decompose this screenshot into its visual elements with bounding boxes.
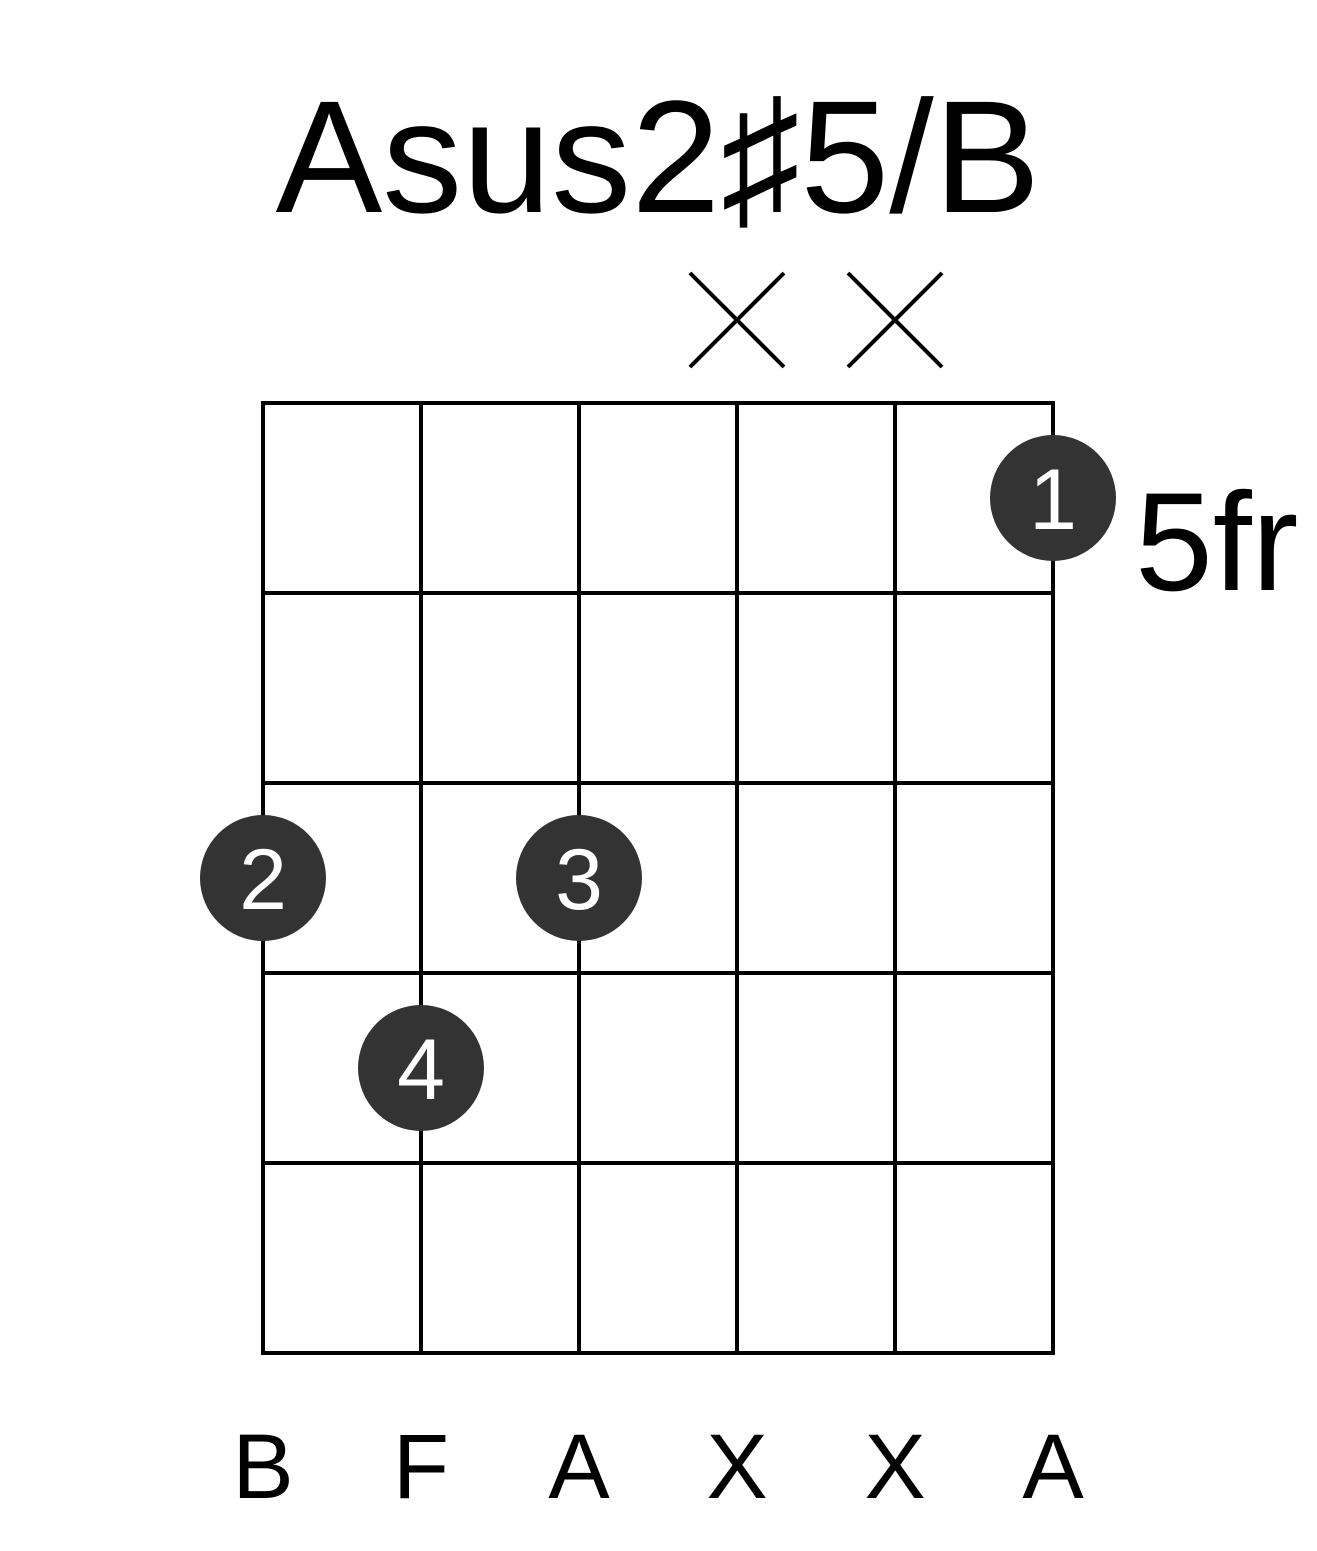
finger-dot: 4 (358, 1005, 484, 1131)
finger-positions: 2 4 3 1 (200, 435, 1116, 1131)
mute-icon (688, 271, 786, 369)
finger-dot: 2 (200, 815, 326, 941)
muted-markers (688, 271, 944, 369)
string-note-label: X (864, 1416, 925, 1518)
string-note-label: F (393, 1416, 449, 1518)
string-note-label: B (232, 1416, 293, 1518)
finger-number: 1 (1029, 452, 1077, 548)
finger-dot: 3 (516, 815, 642, 941)
fretboard-grid (261, 401, 1055, 1355)
finger-dot-circle (516, 815, 642, 941)
finger-number: 4 (397, 1022, 445, 1118)
finger-number: 3 (555, 832, 603, 928)
finger-dot: 1 (990, 435, 1116, 561)
chord-title: Asus2♯5/B (276, 67, 1041, 246)
mute-icon (846, 271, 944, 369)
finger-dot-circle (200, 815, 326, 941)
finger-dot-circle (990, 435, 1116, 561)
string-note-label: A (1022, 1416, 1084, 1518)
finger-number: 2 (239, 832, 287, 928)
string-note-label: A (548, 1416, 610, 1518)
string-note-label: X (706, 1416, 767, 1518)
base-fret-label: 5fr (1135, 463, 1298, 620)
finger-dot-circle (358, 1005, 484, 1131)
